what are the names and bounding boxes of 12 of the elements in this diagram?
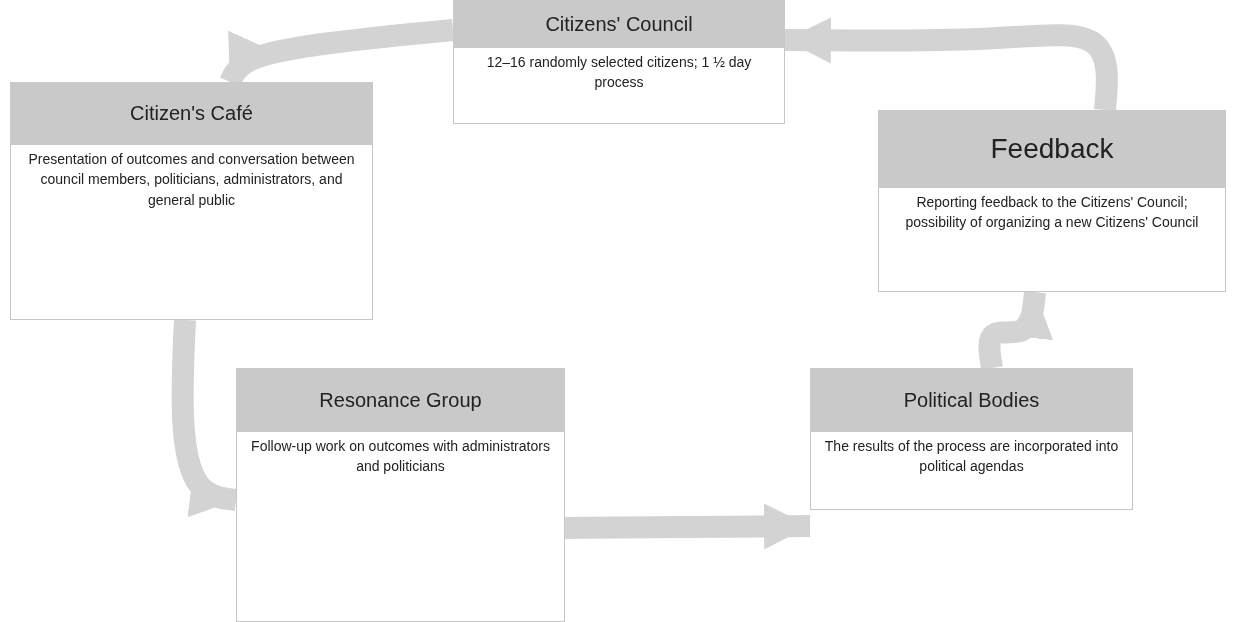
heading-band: Citizen's Café (10, 82, 373, 145)
description-box: Follow-up work on outcomes with administrators and politicians (236, 432, 565, 622)
description-box: The results of the process are incorporated into political agendas (810, 432, 1133, 510)
heading-band: Political Bodies (810, 368, 1133, 432)
heading-band: Citizens' Council (453, 0, 785, 48)
description-box: 12–16 randomly selected citizens; 1 ½ day process (453, 48, 785, 124)
description-box: Presentation of outcomes and conversation between council members, politicians, administrators, and general public (10, 145, 373, 320)
description-box: Reporting feedback to the Citizens' Council; possibility of organizing a new Citizens' Council (878, 188, 1226, 292)
arrow (784, 17, 1118, 111)
heading-band: Resonance Group (236, 368, 565, 432)
arrow (564, 503, 811, 550)
heading-band: Feedback (878, 110, 1226, 188)
